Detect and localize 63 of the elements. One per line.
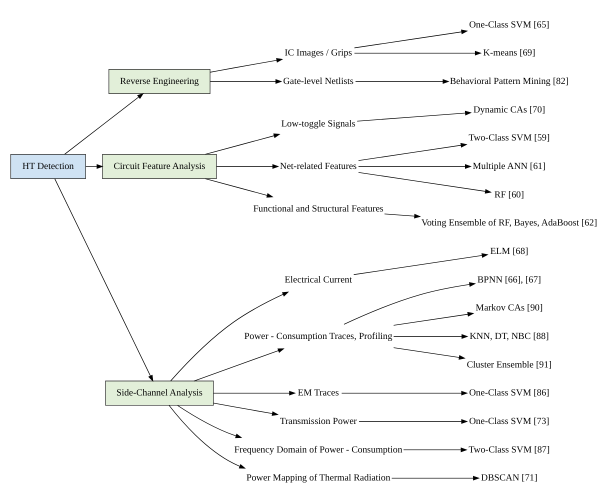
node-box: HT Detection bbox=[10, 154, 86, 179]
arrow bbox=[354, 30, 468, 48]
node-text: Functional and Structural Features bbox=[253, 204, 384, 214]
arrow bbox=[210, 79, 282, 84]
arrow bbox=[204, 134, 280, 155]
arrow bbox=[213, 402, 279, 416]
node-text: Low-toggle Signals bbox=[281, 120, 356, 130]
arrow bbox=[358, 142, 468, 161]
node-box: Side-Channel Analysis bbox=[105, 380, 214, 406]
node-text: Multiple ANN [61] bbox=[472, 162, 546, 172]
arrow bbox=[341, 390, 468, 396]
node-text: One-Class SVM [73] bbox=[469, 416, 550, 427]
node-text: RF [60] bbox=[494, 190, 524, 200]
arrow bbox=[356, 110, 472, 122]
node-text: BPNN [66], [67] bbox=[477, 275, 542, 286]
arrow bbox=[344, 282, 476, 325]
arrow bbox=[354, 50, 482, 56]
arrow bbox=[54, 178, 154, 382]
arrow bbox=[391, 476, 480, 481]
node-text: ELM [68] bbox=[490, 246, 528, 257]
arrow bbox=[355, 79, 450, 84]
arrow bbox=[85, 164, 104, 169]
arrow bbox=[213, 390, 296, 396]
node-text: Frequency Domain of Power - Consumption bbox=[234, 445, 402, 456]
arrow bbox=[216, 164, 280, 169]
node-text: IC Images / Grips bbox=[284, 48, 352, 59]
arrow bbox=[168, 405, 246, 469]
node-box: Circuit Feature Analysis bbox=[102, 154, 217, 179]
node-text: Power - Consumption Traces, Profiling bbox=[244, 332, 392, 342]
arrow bbox=[64, 93, 144, 155]
node-text: Dynamic CAs [70] bbox=[473, 105, 546, 116]
node-text: Cluster Ensemble [91] bbox=[466, 360, 552, 370]
node-text: Behavioral Pattern Mining [82] bbox=[450, 77, 569, 87]
arrow bbox=[393, 347, 466, 360]
arrow bbox=[393, 334, 468, 339]
node-text: Electrical Current bbox=[284, 275, 352, 286]
arrow bbox=[204, 178, 274, 198]
arrow bbox=[358, 172, 492, 194]
node-text: Net-related Features bbox=[280, 162, 357, 172]
node-box: Reverse Engineering bbox=[108, 69, 210, 94]
node-text: KNN, DT, NBC [88] bbox=[470, 332, 549, 342]
node-text: Markov CAs [90] bbox=[476, 304, 543, 314]
arrow bbox=[358, 419, 468, 424]
arrow bbox=[393, 312, 474, 326]
node-text: One-Class SVM [65] bbox=[469, 20, 550, 30]
arrow bbox=[170, 292, 290, 382]
node-text: K-means [69] bbox=[483, 48, 536, 59]
node-text: Transmission Power bbox=[280, 416, 357, 427]
node-text: Power Mapping of Thermal Radiation bbox=[246, 474, 390, 484]
arrow bbox=[358, 164, 472, 169]
node-text: Two-Class SVM [59] bbox=[468, 134, 550, 144]
arrow bbox=[194, 348, 285, 382]
node-text: Two-Class SVM [87] bbox=[468, 445, 550, 456]
node-text: EM Traces bbox=[298, 388, 339, 399]
arrow bbox=[177, 405, 242, 438]
arrow bbox=[403, 447, 468, 452]
arrow bbox=[384, 214, 422, 218]
node-text: DBSCAN [71] bbox=[481, 474, 538, 484]
node-text: One-Class SVM [86] bbox=[469, 388, 550, 399]
arrow bbox=[353, 253, 489, 275]
node-text: Gate-level Netlists bbox=[283, 77, 354, 87]
arrow bbox=[210, 58, 284, 73]
node-text: Voting Ensemble of RF, Bayes, AdaBoost [62] bbox=[421, 218, 598, 229]
